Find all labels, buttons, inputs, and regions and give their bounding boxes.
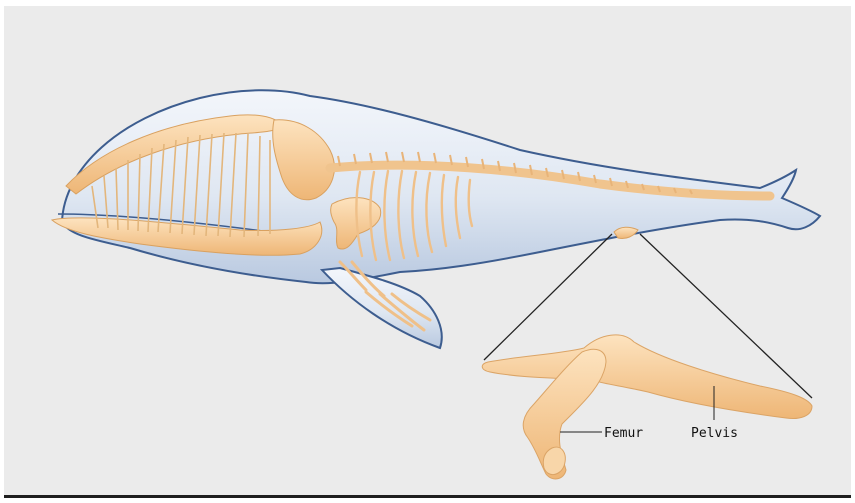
pelvis-label: Pelvis: [691, 426, 738, 441]
femur-label: Femur: [604, 426, 643, 441]
enlarged-pelvis-femur: [482, 335, 812, 479]
whale-flipper: [322, 268, 442, 348]
whale-body: [62, 90, 820, 283]
vestigial-pelvis-small: [614, 227, 638, 238]
